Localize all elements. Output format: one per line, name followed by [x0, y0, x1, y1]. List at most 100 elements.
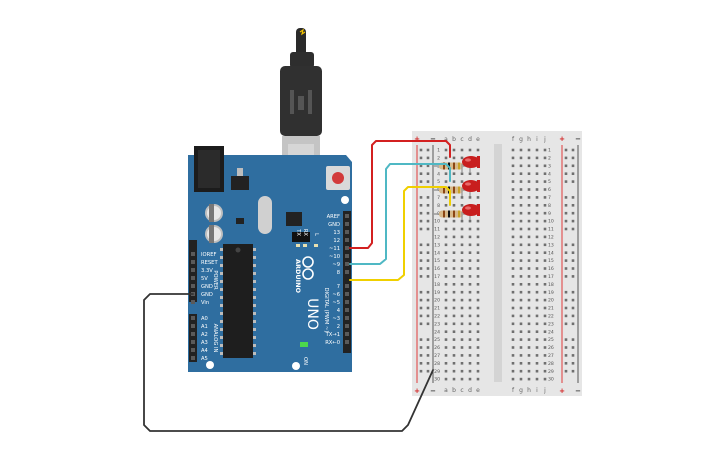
rail-hole[interactable] [426, 227, 430, 231]
breadboard-hole[interactable] [476, 227, 480, 231]
breadboard-hole[interactable] [460, 362, 464, 365]
breadboard-hole[interactable] [543, 164, 547, 168]
breadboard-hole[interactable] [535, 235, 539, 239]
digital-pin-hole[interactable] [345, 262, 349, 266]
breadboard-hole[interactable] [527, 275, 531, 278]
rail-hole[interactable] [426, 172, 430, 175]
rail-hole[interactable] [571, 156, 575, 160]
breadboard-hole[interactable] [535, 180, 539, 183]
rail-hole[interactable] [564, 362, 568, 365]
breadboard-hole[interactable] [476, 148, 480, 152]
breadboard-hole[interactable] [452, 354, 456, 357]
breadboard-hole[interactable] [511, 196, 515, 199]
breadboard-hole[interactable] [476, 330, 480, 333]
breadboard-hole[interactable] [476, 354, 480, 357]
digital-pin-hole[interactable] [345, 332, 349, 336]
breadboard-hole[interactable] [527, 219, 531, 223]
digital-pin-hole[interactable] [345, 270, 349, 274]
rail-hole[interactable] [571, 211, 575, 215]
breadboard-hole[interactable] [543, 243, 547, 247]
rail-hole[interactable] [419, 164, 423, 168]
breadboard-hole[interactable] [476, 290, 480, 294]
rail-hole[interactable] [564, 180, 568, 183]
red-led[interactable] [461, 180, 480, 196]
rail-hole[interactable] [571, 227, 575, 231]
rail-hole[interactable] [426, 156, 430, 160]
rail-hole[interactable] [419, 180, 423, 183]
breadboard-hole[interactable] [476, 298, 480, 302]
breadboard-hole[interactable] [543, 259, 547, 262]
power-pin-hole[interactable] [191, 260, 195, 264]
rail-hole[interactable] [419, 322, 423, 326]
rail-hole[interactable] [571, 196, 575, 199]
rail-hole[interactable] [571, 362, 575, 365]
breadboard-hole[interactable] [519, 354, 523, 357]
breadboard-hole[interactable] [452, 298, 456, 302]
digital-pin-hole[interactable] [345, 284, 349, 288]
breadboard-hole[interactable] [460, 369, 464, 373]
breadboard-hole[interactable] [452, 243, 456, 247]
rail-hole[interactable] [419, 243, 423, 247]
breadboard-hole[interactable] [519, 338, 523, 341]
rail-hole[interactable] [419, 211, 423, 215]
digital-pin-hole[interactable] [345, 238, 349, 242]
breadboard-hole[interactable] [527, 267, 531, 270]
breadboard-hole[interactable] [511, 369, 515, 373]
breadboard-hole[interactable] [527, 314, 531, 318]
breadboard-hole[interactable] [527, 164, 531, 168]
breadboard-hole[interactable] [511, 275, 515, 278]
rail-hole[interactable] [419, 306, 423, 310]
breadboard-hole[interactable] [476, 314, 480, 318]
power-pin-hole[interactable] [191, 252, 195, 256]
breadboard-hole[interactable] [527, 251, 531, 254]
rail-hole[interactable] [564, 172, 568, 175]
rail-hole[interactable] [426, 243, 430, 247]
breadboard-hole[interactable] [535, 156, 539, 160]
rail-hole[interactable] [419, 338, 423, 341]
breadboard-hole[interactable] [452, 259, 456, 262]
breadboard-hole[interactable] [519, 298, 523, 302]
breadboard-hole[interactable] [535, 290, 539, 294]
breadboard-hole[interactable] [468, 290, 472, 294]
breadboard-hole[interactable] [468, 283, 472, 286]
breadboard-hole[interactable] [527, 377, 531, 381]
breadboard-hole[interactable] [543, 196, 547, 199]
breadboard-hole[interactable] [452, 369, 456, 373]
breadboard-hole[interactable] [444, 235, 448, 239]
rail-hole[interactable] [571, 267, 575, 270]
breadboard-hole[interactable] [444, 362, 448, 365]
breadboard-hole[interactable] [535, 219, 539, 223]
red-led[interactable] [461, 156, 480, 172]
breadboard-hole[interactable] [452, 322, 456, 326]
breadboard-hole[interactable] [452, 362, 456, 365]
breadboard-hole[interactable] [527, 369, 531, 373]
breadboard-hole[interactable] [527, 211, 531, 215]
digital-pin-hole[interactable] [345, 254, 349, 258]
breadboard-hole[interactable] [543, 180, 547, 183]
breadboard-hole[interactable] [460, 259, 464, 262]
breadboard-hole[interactable] [444, 180, 448, 183]
rail-hole[interactable] [571, 148, 575, 152]
breadboard-hole[interactable] [452, 204, 456, 207]
breadboard-hole[interactable] [468, 362, 472, 365]
breadboard-hole[interactable] [460, 180, 464, 183]
breadboard-hole[interactable] [543, 275, 547, 278]
digital-pin-hole[interactable] [345, 340, 349, 344]
breadboard-hole[interactable] [452, 314, 456, 318]
breadboard-hole[interactable] [460, 204, 464, 207]
breadboard-hole[interactable] [543, 354, 547, 357]
rail-hole[interactable] [426, 180, 430, 183]
red-led[interactable] [461, 204, 480, 220]
rail-hole[interactable] [564, 156, 568, 160]
breadboard-hole[interactable] [535, 196, 539, 199]
breadboard-hole[interactable] [511, 322, 515, 326]
rail-hole[interactable] [564, 243, 568, 247]
breadboard-hole[interactable] [543, 204, 547, 207]
breadboard-hole[interactable] [511, 251, 515, 254]
breadboard-hole[interactable] [460, 148, 464, 152]
breadboard-hole[interactable] [519, 180, 523, 183]
breadboard-hole[interactable] [535, 377, 539, 381]
breadboard-hole[interactable] [535, 314, 539, 318]
breadboard-hole[interactable] [460, 346, 464, 349]
breadboard-hole[interactable] [519, 314, 523, 318]
